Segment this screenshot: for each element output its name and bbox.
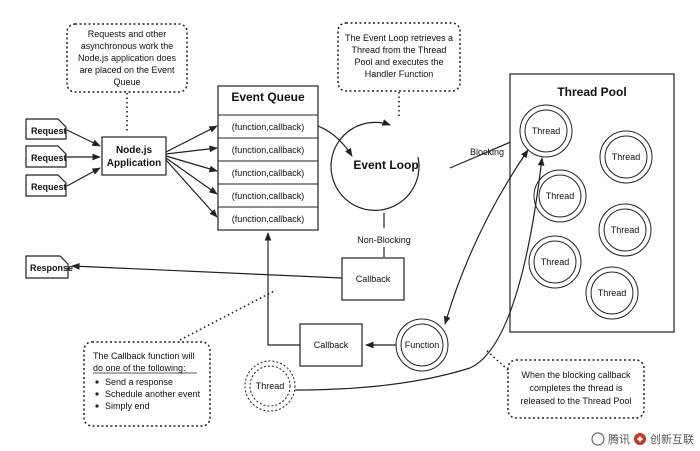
note-line: Handler Function [365, 69, 434, 79]
note-line: Queue [113, 77, 140, 87]
note-bullet: Schedule another event [105, 389, 201, 399]
thread-node: Thread [528, 235, 582, 289]
app-label-line2: Application [107, 158, 161, 169]
enqueue-arrow [165, 157, 218, 195]
chat-bubble-icon [591, 432, 605, 446]
thread-pool: Thread Pool Thread Thread Thread Thread … [509, 73, 675, 333]
thread-pool-title: Thread Pool [557, 85, 626, 99]
thread-node: Thread [598, 203, 652, 257]
function-label: Function [405, 340, 440, 350]
blocking-label: Blocking [470, 147, 504, 157]
callback-box-upper: Callback [341, 257, 405, 301]
queue-item: (function,callback) [232, 168, 305, 178]
response-arrow [71, 262, 343, 279]
watermark-right: 创新互联 [650, 433, 694, 446]
note-line: completes the thread is [529, 383, 623, 393]
watermark-left: 腾讯 [608, 433, 630, 446]
callback-label: Callback [314, 340, 349, 350]
bullet-icon [95, 380, 99, 384]
note-bullet: Simply end [105, 401, 150, 411]
function-node: Function [395, 318, 449, 372]
bullet-icon [95, 404, 99, 408]
app-label-line1: Node.js [116, 145, 153, 156]
note-event-loop: The Event Loop retrieves a Thread from t… [337, 22, 461, 92]
note-requests-queued: Requests and other asynchronous work the… [66, 23, 188, 93]
note-thread-release: When the blocking callback completes the… [507, 359, 645, 419]
event-loop-cycle-icon [330, 119, 420, 211]
watermark: 腾讯 创新互联 [591, 431, 694, 447]
thread-label: Thread [598, 288, 627, 298]
note-line: Pool and executes the [354, 57, 443, 67]
enqueue-arrow [165, 159, 218, 218]
note-line: When the blocking callback [521, 370, 631, 380]
note-line: Node.js application does [78, 53, 177, 63]
callback-label: Callback [356, 274, 391, 284]
note-connector [485, 349, 509, 371]
thread-label: Thread [612, 152, 641, 162]
note-line: The Event Loop retrieves a [345, 33, 453, 43]
thread-node: Thread [585, 266, 639, 320]
response-doc: Response [25, 255, 73, 279]
brand-logo-icon [634, 433, 646, 445]
request-label: Request [31, 126, 67, 136]
note-line: released to the Thread Pool [521, 396, 632, 406]
non-blocking-label: Non-Blocking [357, 235, 411, 245]
event-queue-title: Event Queue [231, 90, 305, 104]
thread-node: Thread [533, 169, 587, 223]
note-line: Thread from the Thread [352, 45, 447, 55]
note-line: The Callback function will [93, 351, 195, 361]
enqueue-arrow [165, 155, 218, 173]
thread-function-arrow [443, 149, 529, 325]
request-doc-2: Request [25, 145, 67, 168]
note-line: do one of the following: [93, 363, 186, 373]
request-doc-1: Request [25, 118, 67, 140]
free-thread-node: Thread [244, 360, 296, 412]
callback-box-lower: Callback [299, 323, 363, 367]
enqueue-arrow [165, 125, 218, 153]
request-label: Request [31, 153, 67, 163]
dequeue-arrow [317, 125, 353, 157]
reschedule-arrow [264, 232, 300, 346]
event-queue: Event Queue (function,callback) (functio… [217, 85, 319, 231]
thread-label: Thread [546, 191, 575, 201]
note-callback-actions: The Callback function will do one of the… [83, 341, 211, 427]
thread-node: Thread [519, 104, 573, 158]
event-loop: Event Loop [330, 119, 420, 211]
note-connector [179, 289, 277, 341]
queue-item: (function,callback) [232, 214, 305, 224]
thread-release-arrow [294, 157, 545, 391]
enqueue-arrow [165, 145, 218, 155]
note-line: asynchronous work the [81, 41, 174, 51]
bullet-icon [95, 392, 99, 396]
request-arrow [66, 167, 101, 187]
note-bullet: Send a response [105, 377, 173, 387]
event-loop-label: Event Loop [353, 158, 418, 172]
request-arrow [66, 129, 101, 147]
thread-label: Thread [541, 257, 570, 267]
queue-item: (function,callback) [232, 122, 305, 132]
response-label: Response [30, 263, 73, 273]
nodejs-application-box: Node.js Application [101, 136, 167, 176]
queue-item: (function,callback) [232, 145, 305, 155]
request-doc-3: Request [25, 174, 67, 197]
thread-label: Thread [611, 225, 640, 235]
queue-item: (function,callback) [232, 191, 305, 201]
note-line: Requests and other [88, 29, 167, 39]
thread-label: Thread [532, 126, 561, 136]
thread-node: Thread [599, 130, 653, 184]
note-line: are placed on the Event [79, 65, 175, 75]
request-label: Request [31, 182, 67, 192]
free-thread-label: Thread [256, 381, 285, 391]
